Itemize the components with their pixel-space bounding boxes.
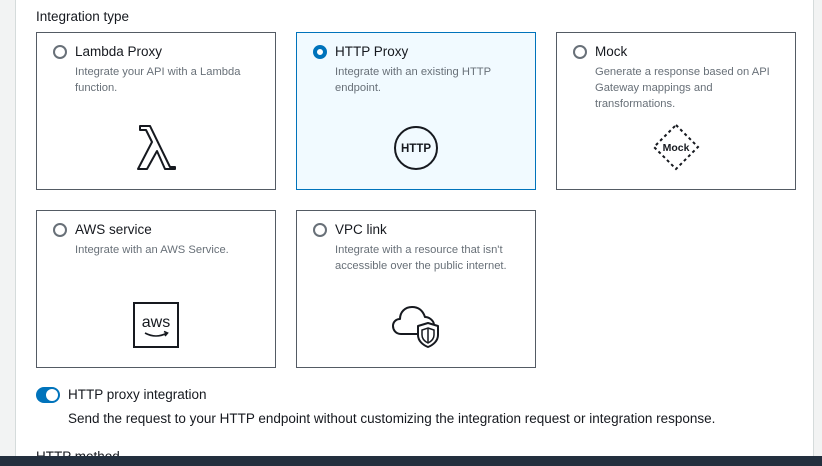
http-proxy-radio[interactable]	[313, 45, 327, 59]
tile-aws-service[interactable]: AWS service Integrate with an AWS Servic…	[36, 210, 276, 368]
vpc-link-radio[interactable]	[313, 223, 327, 237]
tile-description: Integrate with an existing HTTP endpoint…	[335, 66, 491, 94]
tile-http-proxy[interactable]: HTTP Proxy Integrate with an existing HT…	[296, 32, 536, 190]
mock-radio[interactable]	[573, 45, 587, 59]
http-proxy-integration-label: HTTP proxy integration	[68, 387, 207, 402]
tile-vpc-link[interactable]: VPC link Integrate with a resource that …	[296, 210, 536, 368]
tile-description: Generate a response based on API Gateway…	[595, 66, 770, 110]
http-proxy-integration-description: Send the request to your HTTP endpoint w…	[68, 411, 716, 426]
mock-icon-text: Mock	[663, 142, 690, 154]
aws-icon-text: aws	[142, 314, 170, 331]
cloud-shield-icon	[297, 301, 535, 349]
tile-description: Integrate your API with a Lambda functio…	[75, 66, 241, 94]
tile-title: HTTP Proxy	[335, 44, 409, 59]
lambda-icon	[37, 123, 275, 171]
toggle-knob	[46, 389, 58, 401]
tile-title: VPC link	[335, 222, 387, 237]
aws-service-radio[interactable]	[53, 223, 67, 237]
http-proxy-integration-toggle[interactable]	[36, 387, 60, 403]
integration-type-label: Integration type	[36, 9, 130, 24]
http-icon: HTTP	[297, 125, 535, 171]
tile-title: Lambda Proxy	[75, 44, 163, 59]
tile-title: Mock	[595, 44, 628, 59]
tile-mock[interactable]: Mock Generate a response based on API Ga…	[556, 32, 796, 190]
mock-icon: Mock	[557, 123, 795, 171]
aws-icon: aws	[37, 302, 275, 348]
http-icon-text: HTTP	[401, 143, 431, 155]
tile-lambda-proxy[interactable]: Lambda Proxy Integrate your API with a L…	[36, 32, 276, 190]
tile-description: Integrate with a resource that isn't acc…	[335, 244, 507, 272]
tile-description: Integrate with an AWS Service.	[75, 244, 229, 256]
bottom-bar	[0, 456, 822, 466]
lambda-proxy-radio[interactable]	[53, 45, 67, 59]
tile-title: AWS service	[75, 222, 152, 237]
